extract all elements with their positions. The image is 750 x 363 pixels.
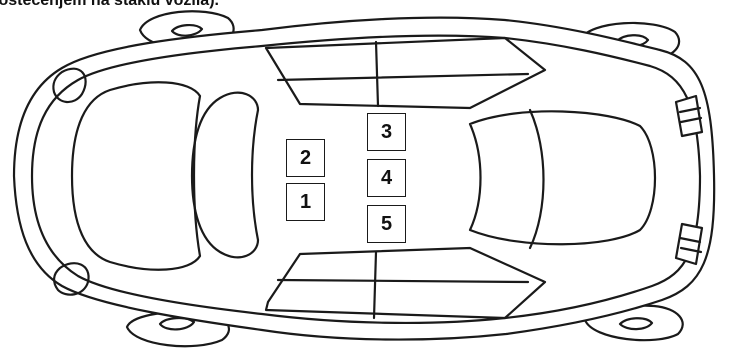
position-box-5: 5	[367, 205, 406, 243]
position-box-2: 2	[286, 139, 325, 177]
position-box-3: 3	[367, 113, 406, 151]
position-box-1: 1	[286, 183, 325, 221]
left-tail-light	[676, 96, 702, 136]
position-box-4: 4	[367, 159, 406, 197]
right-tail-light	[676, 224, 702, 264]
